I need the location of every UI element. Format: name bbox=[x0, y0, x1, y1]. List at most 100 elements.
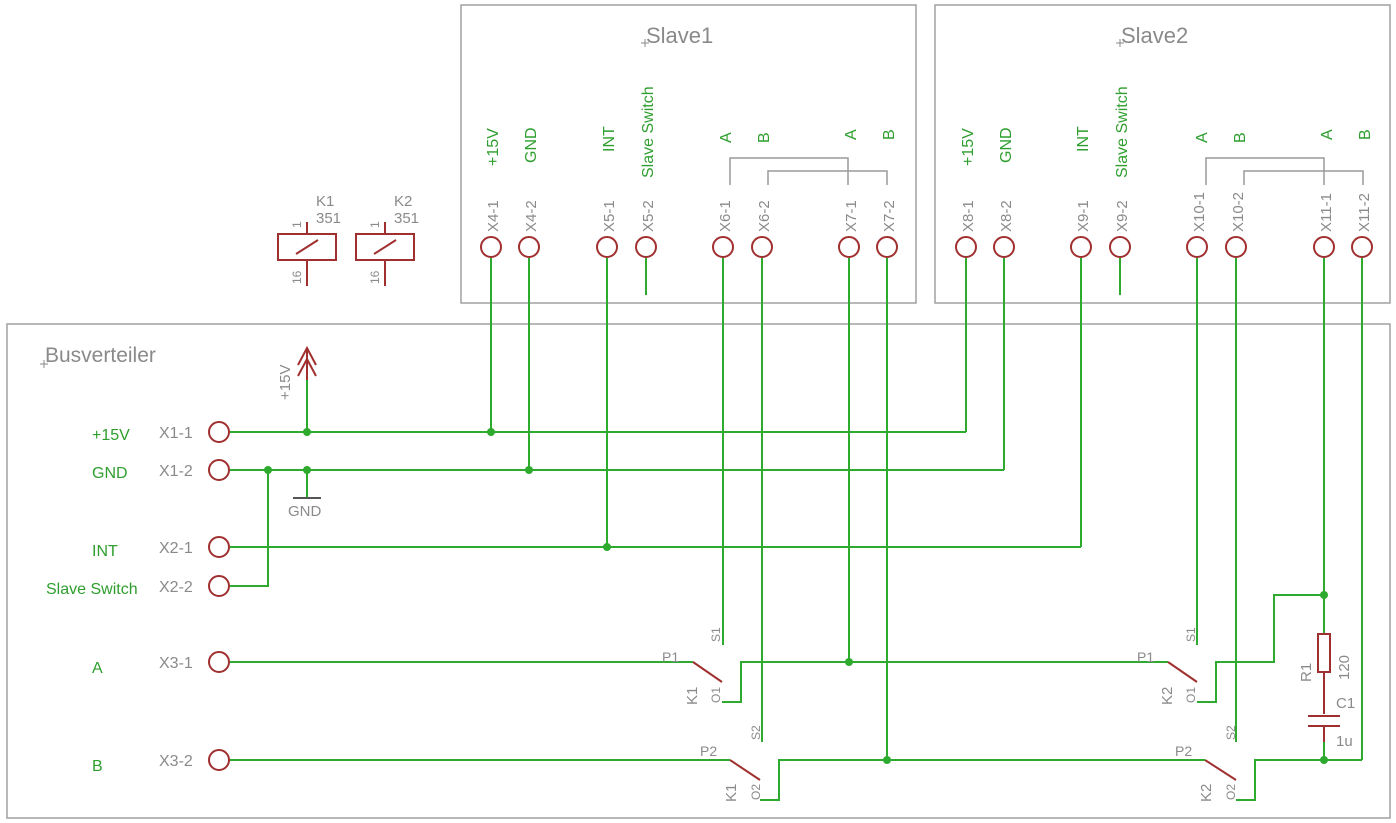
svg-text:X1-1: X1-1 bbox=[159, 425, 193, 442]
svg-text:INT: INT bbox=[1075, 126, 1092, 152]
svg-text:1: 1 bbox=[368, 221, 382, 228]
slave2-pin-6[interactable]: X10-2 B bbox=[1225, 132, 1249, 258]
slave2-pin-7[interactable]: X11-1 A bbox=[1313, 129, 1336, 258]
left-connector: X1-1 +15V X1-2 GND X2-1 INT X2-2 Slave S… bbox=[46, 421, 230, 775]
svg-text:X3-2: X3-2 bbox=[159, 753, 193, 770]
svg-text:Slave Switch: Slave Switch bbox=[1114, 86, 1131, 178]
slave2-connector: X8-1 +15V X8-2 GND X9-1 INT X9-2 Slave S… bbox=[955, 86, 1374, 258]
svg-text:O2: O2 bbox=[749, 784, 763, 800]
svg-text:GND: GND bbox=[998, 127, 1015, 163]
switch-k2-a: P1 S1 O1 K2 bbox=[1137, 627, 1198, 705]
left-pin-4[interactable]: X2-2 Slave Switch bbox=[46, 575, 230, 598]
busverteiler-frame bbox=[6, 323, 1391, 819]
svg-text:X9-2: X9-2 bbox=[1114, 200, 1131, 232]
left-pin-3[interactable]: X2-1 INT bbox=[92, 536, 230, 560]
svg-text:O1: O1 bbox=[709, 687, 723, 703]
slave1-pin-5[interactable]: X6-1 A bbox=[712, 132, 735, 258]
svg-text:K2: K2 bbox=[394, 193, 412, 210]
busverteiler-title: Busverteiler bbox=[45, 344, 156, 367]
svg-text:Slave Switch: Slave Switch bbox=[640, 86, 657, 178]
svg-text:B: B bbox=[1357, 129, 1374, 140]
svg-text:X7-1: X7-1 bbox=[843, 200, 860, 232]
svg-text:GND: GND bbox=[288, 503, 322, 520]
svg-text:K2: K2 bbox=[1159, 687, 1176, 705]
slave1-pin-1[interactable]: X4-1 +15V bbox=[480, 128, 502, 258]
slave2-pin-5[interactable]: X10-1 A bbox=[1186, 132, 1211, 258]
supply-15v-symbol: +15V bbox=[277, 345, 317, 400]
slave2-pin-1[interactable]: X8-1 +15V bbox=[955, 128, 977, 258]
slave2-title: Slave2 bbox=[1121, 23, 1188, 48]
svg-text:X11-2: X11-2 bbox=[1356, 193, 1373, 232]
svg-text:Slave Switch: Slave Switch bbox=[46, 581, 138, 598]
svg-text:C1: C1 bbox=[1336, 695, 1355, 712]
svg-text:X2-2: X2-2 bbox=[159, 579, 193, 596]
svg-text:K1: K1 bbox=[316, 193, 334, 210]
junctions bbox=[264, 428, 1328, 764]
svg-text:+15V: +15V bbox=[277, 365, 294, 400]
slave2-frame bbox=[934, 4, 1391, 304]
svg-text:B: B bbox=[881, 129, 898, 140]
capacitor-c1: C1 1u bbox=[1308, 695, 1355, 750]
svg-text:B: B bbox=[92, 758, 103, 775]
svg-text:GND: GND bbox=[523, 127, 540, 163]
slave1-connector: X4-1 +15V X4-2 GND X5-1 INT X5-2 Slave S… bbox=[480, 86, 898, 258]
left-pin-1[interactable]: X1-1 +15V bbox=[92, 421, 230, 444]
svg-text:X1-2: X1-2 bbox=[159, 463, 193, 480]
slave1-pin-3[interactable]: X5-1 INT bbox=[596, 126, 618, 258]
wires bbox=[230, 258, 1363, 801]
svg-text:A: A bbox=[843, 129, 860, 140]
resistor-r1: R1 120 bbox=[1298, 633, 1353, 714]
svg-text:P2: P2 bbox=[700, 743, 717, 759]
svg-text:K1: K1 bbox=[723, 784, 740, 802]
left-pin-6[interactable]: X3-2 B bbox=[92, 749, 230, 775]
svg-text:X6-1: X6-1 bbox=[717, 200, 734, 232]
slave1-pin-2[interactable]: X4-2 GND bbox=[518, 127, 540, 258]
svg-text:S1: S1 bbox=[1184, 627, 1198, 642]
svg-text:+15V: +15V bbox=[960, 128, 977, 166]
svg-text:X8-1: X8-1 bbox=[960, 200, 977, 232]
svg-text:X6-2: X6-2 bbox=[756, 200, 773, 232]
svg-text:O1: O1 bbox=[1184, 687, 1198, 703]
svg-text:120: 120 bbox=[1336, 655, 1353, 680]
svg-text:X4-1: X4-1 bbox=[485, 200, 502, 232]
slave1-pin-6[interactable]: X6-2 B bbox=[751, 132, 773, 258]
svg-text:+15V: +15V bbox=[485, 128, 502, 166]
svg-text:K1: K1 bbox=[684, 687, 701, 705]
svg-text:A: A bbox=[1194, 132, 1211, 143]
slave1-frame bbox=[460, 4, 917, 304]
svg-text:X5-2: X5-2 bbox=[640, 200, 657, 232]
svg-text:1u: 1u bbox=[1336, 733, 1353, 750]
svg-text:X11-1: X11-1 bbox=[1318, 193, 1335, 232]
svg-text:16: 16 bbox=[368, 270, 382, 284]
switch-k1-b: P2 S2 O2 K1 bbox=[700, 725, 763, 802]
svg-text:X10-2: X10-2 bbox=[1230, 192, 1247, 232]
svg-text:X7-2: X7-2 bbox=[881, 200, 898, 232]
svg-text:A: A bbox=[1319, 129, 1336, 140]
left-pin-2[interactable]: X1-2 GND bbox=[92, 459, 230, 482]
slave1-b-link bbox=[767, 170, 888, 185]
svg-text:B: B bbox=[1232, 132, 1249, 143]
svg-text:S1: S1 bbox=[709, 627, 723, 642]
slave1-title: Slave1 bbox=[646, 23, 713, 48]
slave1-pin-4[interactable]: X5-2 Slave Switch bbox=[635, 86, 657, 258]
slave2-pin-2[interactable]: X8-2 GND bbox=[993, 127, 1015, 258]
relay-k2-coil: K2 351 1 16 bbox=[355, 193, 419, 286]
left-pin-5[interactable]: X3-1 A bbox=[92, 651, 230, 677]
svg-text:X3-1: X3-1 bbox=[159, 655, 193, 672]
slave2-pin-4[interactable]: X9-2 Slave Switch bbox=[1109, 86, 1131, 258]
slave1-pin-7[interactable]: X7-1 A bbox=[838, 129, 860, 258]
svg-text:INT: INT bbox=[92, 543, 118, 560]
ground-symbol: GND bbox=[288, 497, 322, 520]
svg-text:A: A bbox=[718, 132, 735, 143]
svg-text:P2: P2 bbox=[1175, 743, 1192, 759]
switch-k1-a: P1 S1 O1 K1 bbox=[662, 627, 723, 705]
svg-text:GND: GND bbox=[92, 465, 128, 482]
svg-text:R1: R1 bbox=[1298, 663, 1315, 682]
svg-text:+15V: +15V bbox=[92, 427, 130, 444]
slave2-pin-3[interactable]: X9-1 INT bbox=[1070, 126, 1092, 258]
slave2-pin-8[interactable]: X11-2 B bbox=[1351, 129, 1374, 258]
svg-text:X4-2: X4-2 bbox=[523, 200, 540, 232]
switch-k2-b: P2 S2 O2 K2 bbox=[1175, 725, 1238, 802]
slave1-pin-8[interactable]: X7-2 B bbox=[876, 129, 898, 258]
